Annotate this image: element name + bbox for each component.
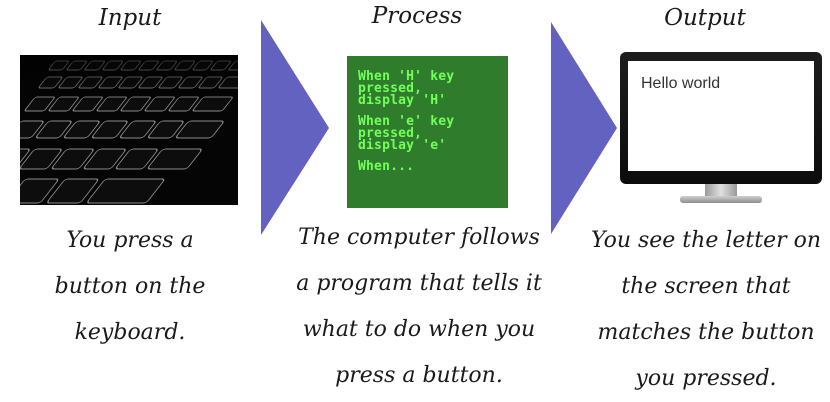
monitor-stand bbox=[705, 184, 737, 198]
arrow-right-icon bbox=[261, 20, 329, 235]
arrow-shape bbox=[551, 22, 617, 234]
caption-line: keyboard. bbox=[74, 320, 186, 345]
caption-line: You see the letter on bbox=[590, 228, 822, 253]
program-screen: When 'H' key pressed, display 'H' When '… bbox=[347, 56, 508, 208]
screen-text: Hello world bbox=[641, 75, 721, 92]
caption-line: You press a bbox=[66, 228, 194, 253]
caption-line: the screen that bbox=[621, 274, 791, 299]
code-line: When 'H' key pressed, display 'H' bbox=[358, 69, 455, 108]
output-title: Output bbox=[664, 5, 746, 31]
code-line: When... bbox=[358, 159, 415, 174]
arrow-shape bbox=[261, 20, 329, 235]
caption-line: press a button. bbox=[335, 363, 503, 388]
input-title: Input bbox=[98, 5, 162, 31]
process-title: Process bbox=[371, 3, 463, 29]
monitor-image: Hello world bbox=[620, 52, 822, 212]
caption-line: a program that tells it bbox=[296, 271, 542, 296]
input-caption: You press a button on the keyboard. bbox=[10, 218, 250, 356]
keyboard-image bbox=[20, 55, 238, 205]
monitor-screen: Hello world bbox=[628, 61, 814, 171]
code-line: When 'e' key pressed, display 'e' bbox=[358, 114, 455, 153]
caption-line: The computer follows bbox=[298, 225, 540, 250]
caption-line: button on the bbox=[54, 274, 206, 299]
keyboard-icon bbox=[20, 55, 238, 205]
arrow-right-icon bbox=[551, 22, 617, 234]
process-caption: The computer follows a program that tell… bbox=[288, 215, 550, 399]
output-caption: You see the letter on the screen that ma… bbox=[584, 218, 828, 402]
caption-line: you pressed. bbox=[635, 366, 777, 391]
caption-line: matches the button bbox=[597, 320, 815, 345]
caption-line: what to do when you bbox=[302, 317, 536, 342]
monitor-base bbox=[680, 196, 762, 203]
